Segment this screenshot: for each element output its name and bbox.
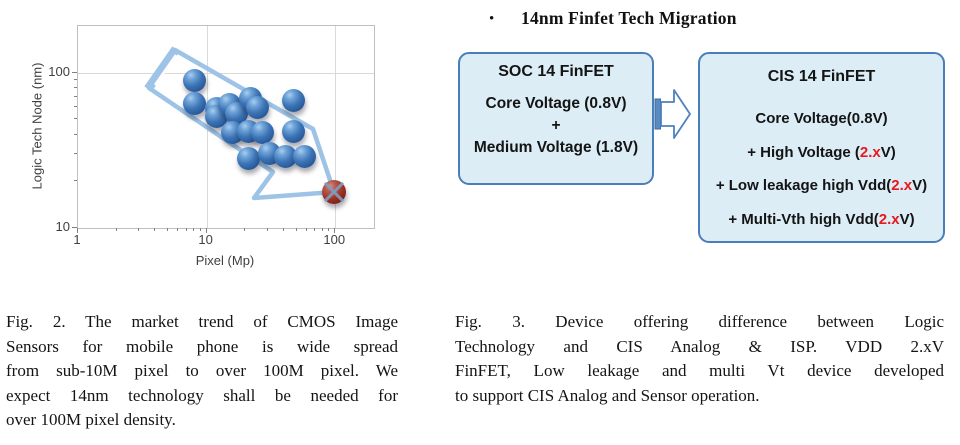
x-minor-tick [193,228,195,231]
x-minor-tick [283,228,285,231]
caption-line: from sub-10M pixel to over 100M pixel. W… [6,361,398,381]
x-minor-tick [244,228,246,231]
cis-line-text: + High Voltage ( [747,143,860,161]
y-minor-tick [74,106,77,108]
x-minor-tick [177,228,179,231]
y-tick-label: 10 [55,219,70,234]
caption-line: Fig. 2. The market trend of CMOS Image [6,312,398,331]
x-minor-tick [314,228,316,231]
plot-area [77,25,375,229]
caption-line: Technology and CIS Analog & ISP. VDD 2.x… [455,336,944,356]
y-minor-tick [74,133,77,135]
soc-box-line: + [551,117,561,134]
soc-finfet-box: SOC 14 FinFET Core Voltage (0.8V) + Medi… [458,52,654,185]
x-minor-tick [328,228,330,231]
data-point [182,69,206,93]
cis-box-lines: Core Voltage(0.8V)+ High Voltage (2.xV)+… [700,102,943,236]
migration-arrow-icon [654,89,691,139]
x-tick-label: 1 [73,232,81,247]
voltage-value-red: 2.x [859,143,881,161]
x-minor-tick [305,228,307,231]
caption-line: FinFET, Low leakage and multi Vt device … [455,361,944,381]
y-minor-tick [74,78,77,80]
x-tick [334,228,336,233]
cis-line-text: V) [880,143,896,161]
x-tick [205,228,207,233]
x-minor-tick [138,228,140,231]
x-minor-tick [166,228,168,231]
voltage-value-red: 2.x [891,177,913,194]
caption-line: Fig. 3. Device offering difference betwe… [455,312,944,331]
data-point [236,147,260,171]
cis-line-text: Core Voltage(0.8V) [755,110,888,127]
x-axis-title: Pixel (Mp) [195,253,255,268]
soc-box-title: SOC 14 FinFET [498,63,614,80]
bullet-icon: • [489,11,495,27]
cis-box-line: Core Voltage(0.8V) [700,102,943,136]
data-point [182,92,206,116]
x-minor-tick [185,228,187,231]
x-minor-tick [199,228,201,231]
caption-fig3: Fig. 3. Device offering difference betwe… [455,310,944,408]
y-minor-tick [74,180,77,182]
data-point [321,180,346,205]
x-tick-label: 10 [198,232,213,247]
caption-line: to support CIS Analog and Sensor operati… [455,385,760,405]
y-tick [72,227,77,228]
cis-box-line: + Low leakage high Vdd(2.xV) [700,169,943,203]
y-minor-tick [74,118,77,120]
voltage-value-red: 2.x [878,210,900,228]
caption-line: expect 14nm technology shall be needed f… [6,385,398,405]
y-minor-tick [74,86,77,88]
cis-line-text: V) [912,177,928,194]
y-axis-title: Logic Tech Node (nm) [29,62,45,190]
y-tick-label: 100 [48,63,70,79]
cis-line-text: + Multi-Vth high Vdd( [728,210,879,228]
x-minor-tick [295,228,297,231]
cis-box-line: + High Voltage (2.xV) [700,136,943,170]
y-minor-tick [74,95,77,97]
data-point [246,95,270,119]
x-tick [77,228,78,233]
cis-box-title: CIS 14 FinFET [767,68,876,85]
caption-line: Sensors for mobile phone is wide spread [6,336,398,356]
data-point [281,119,305,143]
y-minor-tick [74,152,77,154]
x-minor-tick [321,228,323,231]
cis-finfet-box: CIS 14 FinFET Core Voltage(0.8V) + High V… [698,52,945,243]
caption-line: over 100M pixel density. [6,410,176,430]
soc-box-line: Medium Voltage (1.8V) [473,139,639,156]
data-point [250,121,274,145]
cis-line-text: V) [899,210,915,228]
data-point [293,144,317,168]
x-minor-tick [154,228,156,231]
cis-box-line: + Multi-Vth high Vdd(2.xV) [700,203,943,237]
x-minor-tick [115,228,117,231]
y-tick [72,71,77,73]
diagram-heading: 14nm Finfet Tech Migration [521,8,737,28]
scatter-points-layer [78,26,374,228]
cis-line-text: + Low leakage high Vdd( [715,177,892,194]
soc-box-line: Core Voltage (0.8V) [485,95,627,112]
x-minor-tick [267,228,268,231]
data-point [281,89,305,113]
x-tick-label: 100 [323,232,346,247]
